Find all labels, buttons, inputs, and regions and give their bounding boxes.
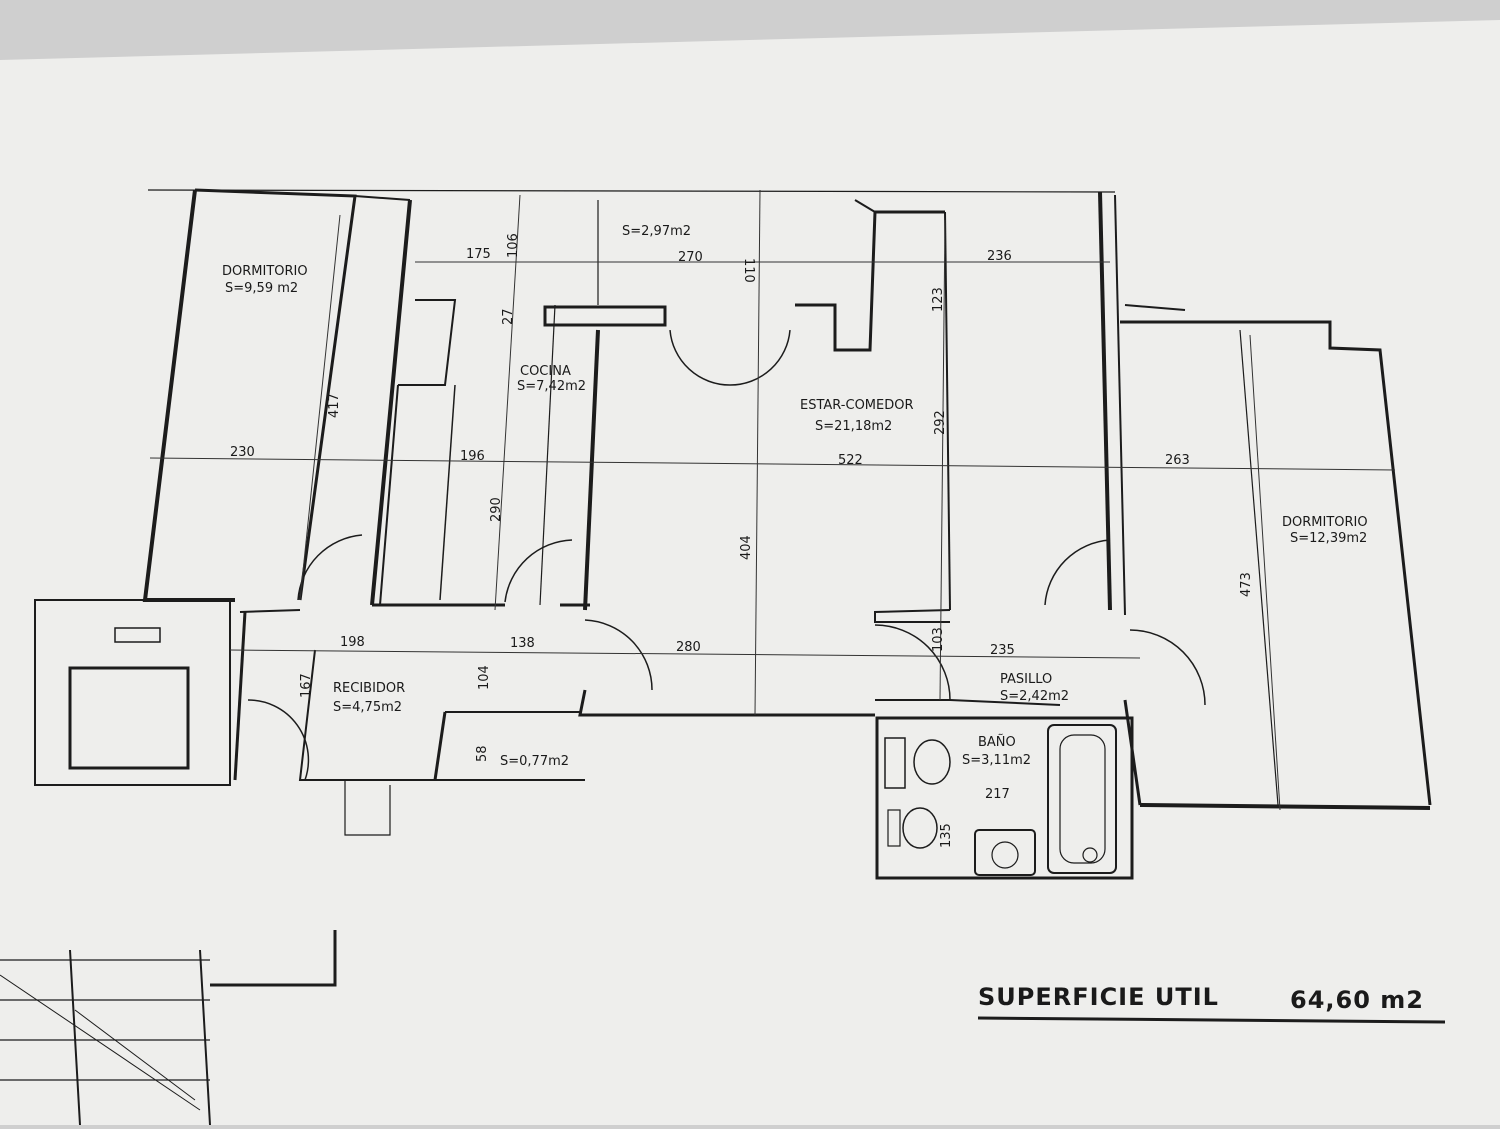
area-dormitorio-2: S=12,39m2 bbox=[1290, 531, 1367, 546]
label-estar-comedor: ESTAR-COMEDOR bbox=[800, 398, 914, 413]
dim-135: 135 bbox=[939, 823, 954, 848]
dim-270: 270 bbox=[678, 250, 703, 265]
dim-235: 235 bbox=[990, 643, 1015, 658]
dim-104: 104 bbox=[477, 665, 492, 690]
dim-167: 167 bbox=[299, 673, 314, 698]
area-terraza: S=2,97m2 bbox=[622, 224, 691, 239]
label-pasillo: PASILLO bbox=[1000, 672, 1052, 687]
area-recibidor: S=4,75m2 bbox=[333, 700, 402, 715]
label-dormitorio-1: DORMITORIO bbox=[222, 264, 308, 279]
dim-106: 106 bbox=[506, 233, 521, 258]
paper-sheet bbox=[0, 20, 1500, 1125]
dim-290: 290 bbox=[489, 497, 504, 522]
dim-58: 58 bbox=[475, 745, 490, 762]
dim-123: 123 bbox=[931, 287, 946, 312]
summary-underline bbox=[977, 1016, 1446, 1024]
dim-103: 103 bbox=[931, 627, 946, 652]
dim-280: 280 bbox=[676, 640, 701, 655]
area-estar-comedor: S=21,18m2 bbox=[815, 419, 892, 434]
dim-236: 236 bbox=[987, 249, 1012, 264]
dimension-lines bbox=[149, 189, 1396, 811]
area-pasillo: S=2,42m2 bbox=[1000, 689, 1069, 704]
dim-110: 110 bbox=[741, 258, 756, 283]
dim-138: 138 bbox=[510, 636, 535, 651]
dim-263: 263 bbox=[1165, 453, 1190, 468]
walls bbox=[0, 188, 1432, 1126]
dim-292: 292 bbox=[933, 410, 948, 435]
label-bano: BAÑO bbox=[978, 734, 1016, 750]
dim-230: 230 bbox=[230, 445, 255, 460]
dim-473: 473 bbox=[1239, 572, 1254, 597]
area-despensa: S=0,77m2 bbox=[500, 754, 569, 769]
dim-522: 522 bbox=[838, 453, 863, 468]
label-recibidor: RECIBIDOR bbox=[333, 681, 405, 696]
dim-198: 198 bbox=[340, 635, 365, 650]
superficie-util-value: 64,60 m2 bbox=[1290, 986, 1424, 1014]
dim-175: 175 bbox=[466, 247, 491, 262]
dim-27: 27 bbox=[501, 308, 516, 325]
label-dormitorio-2: DORMITORIO bbox=[1282, 515, 1368, 530]
door-swings bbox=[247, 329, 1206, 781]
dim-196: 196 bbox=[460, 449, 485, 464]
area-bano: S=3,11m2 bbox=[962, 753, 1031, 768]
area-cocina: S=7,42m2 bbox=[517, 379, 586, 394]
dim-217: 217 bbox=[985, 787, 1010, 802]
superficie-util-label: SUPERFICIE UTIL bbox=[978, 983, 1219, 1011]
area-dormitorio-1: S=9,59 m2 bbox=[225, 281, 298, 296]
label-cocina: COCINA bbox=[520, 364, 571, 379]
dim-404: 404 bbox=[739, 535, 754, 560]
dim-417: 417 bbox=[327, 393, 342, 418]
